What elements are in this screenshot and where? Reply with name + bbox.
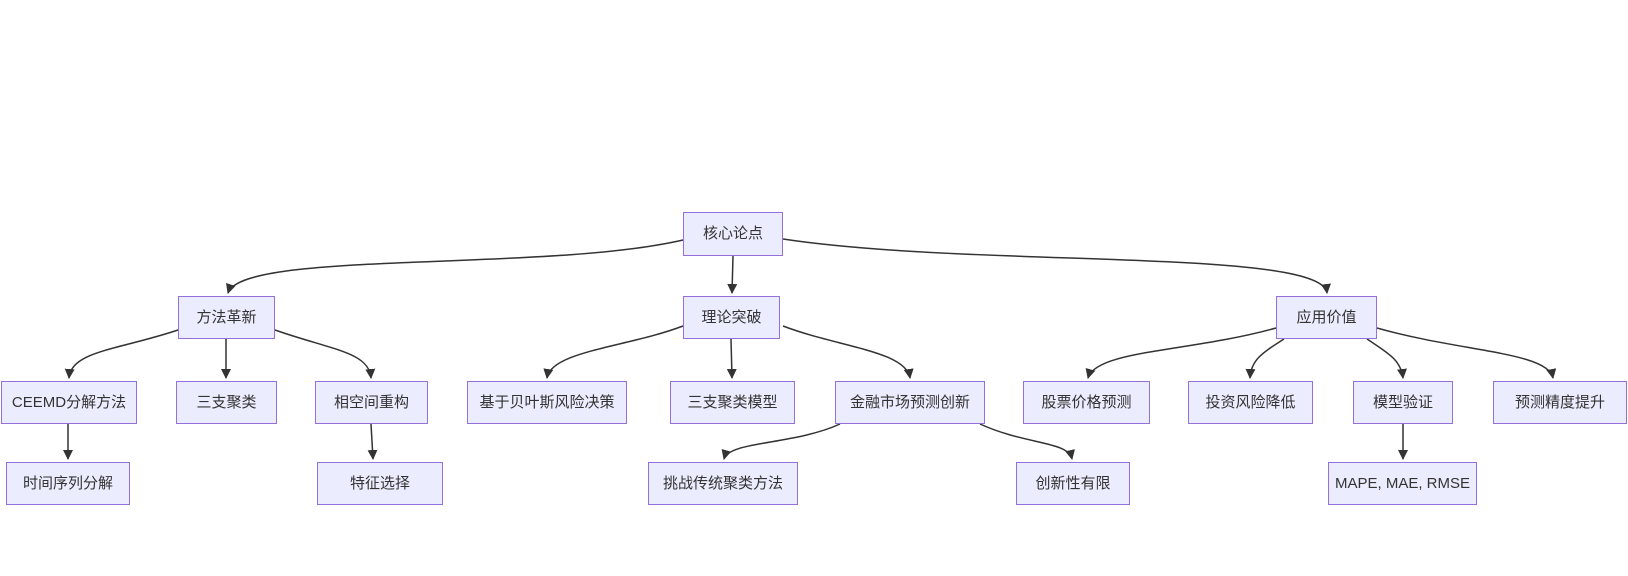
node-investment-risk-reduction: 投资风险降低 bbox=[1188, 381, 1313, 424]
node-financial-market-prediction-innovation: 金融市场预测创新 bbox=[835, 381, 985, 424]
node-stock-price-prediction: 股票价格预测 bbox=[1023, 381, 1150, 424]
node-phase-space-reconstruction: 相空间重构 bbox=[315, 381, 428, 424]
edge-application-to-risk bbox=[1245, 338, 1285, 379]
node-challenge-traditional-clustering: 挑战传统聚类方法 bbox=[648, 462, 798, 505]
edge-method-to-ceemd bbox=[64, 329, 179, 379]
edge-method-to-phase bbox=[274, 329, 376, 379]
node-prediction-accuracy-improvement: 预测精度提升 bbox=[1493, 381, 1627, 424]
node-label: 预测精度提升 bbox=[1514, 393, 1605, 411]
node-core-thesis: 核心论点 bbox=[683, 212, 783, 256]
node-label: 模型验证 bbox=[1372, 393, 1433, 411]
node-label: 理论突破 bbox=[701, 308, 762, 326]
node-application-value: 应用价值 bbox=[1276, 296, 1377, 339]
node-label: 创新性有限 bbox=[1035, 474, 1111, 492]
node-label: 三支聚类 bbox=[196, 393, 257, 411]
edge-core-to-method bbox=[226, 239, 684, 294]
node-label: 方法革新 bbox=[196, 308, 257, 326]
node-label: 时间序列分解 bbox=[22, 474, 113, 492]
edge-theory-to-bayes bbox=[543, 325, 684, 379]
node-label: 金融市场预测创新 bbox=[849, 393, 970, 411]
edge-core-to-theory bbox=[727, 255, 738, 294]
node-label: MAPE, MAE, RMSE bbox=[1334, 474, 1471, 492]
edge-finance-to-limited bbox=[979, 423, 1075, 460]
node-three-way-clustering: 三支聚类 bbox=[176, 381, 277, 424]
node-label: 基于贝叶斯风险决策 bbox=[479, 393, 615, 411]
edge-theory-to-model bbox=[726, 338, 737, 379]
node-ceemd-decomposition: CEEMD分解方法 bbox=[1, 381, 137, 424]
node-label: 应用价值 bbox=[1296, 308, 1357, 326]
node-label: 挑战传统聚类方法 bbox=[662, 474, 783, 492]
node-model-validation: 模型验证 bbox=[1353, 381, 1453, 424]
node-theory-breakthrough: 理论突破 bbox=[683, 296, 780, 339]
node-label: CEEMD分解方法 bbox=[11, 393, 127, 411]
node-error-metrics: MAPE, MAE, RMSE bbox=[1328, 462, 1477, 505]
edge-application-to-accuracy bbox=[1376, 327, 1557, 379]
edge-application-to-validation bbox=[1366, 338, 1407, 379]
node-method-innovation: 方法革新 bbox=[178, 296, 275, 339]
edge-core-to-application bbox=[782, 238, 1331, 294]
node-feature-selection: 特征选择 bbox=[317, 462, 443, 505]
edge-theory-to-finance bbox=[782, 325, 914, 379]
node-label: 投资风险降低 bbox=[1205, 393, 1296, 411]
edge-phase-to-feature bbox=[367, 423, 378, 460]
node-time-series-decomposition: 时间序列分解 bbox=[6, 462, 130, 505]
node-three-way-clustering-model: 三支聚类模型 bbox=[670, 381, 795, 424]
node-label: 股票价格预测 bbox=[1041, 393, 1132, 411]
node-label: 相空间重构 bbox=[333, 393, 409, 411]
node-label: 三支聚类模型 bbox=[687, 393, 778, 411]
edge-finance-to-challenge bbox=[721, 423, 841, 460]
node-label: 特征选择 bbox=[349, 474, 410, 492]
node-label: 核心论点 bbox=[702, 225, 763, 242]
edge-application-to-stock bbox=[1085, 327, 1277, 379]
node-limited-innovation: 创新性有限 bbox=[1016, 462, 1130, 505]
node-bayesian-risk-decision: 基于贝叶斯风险决策 bbox=[467, 381, 627, 424]
